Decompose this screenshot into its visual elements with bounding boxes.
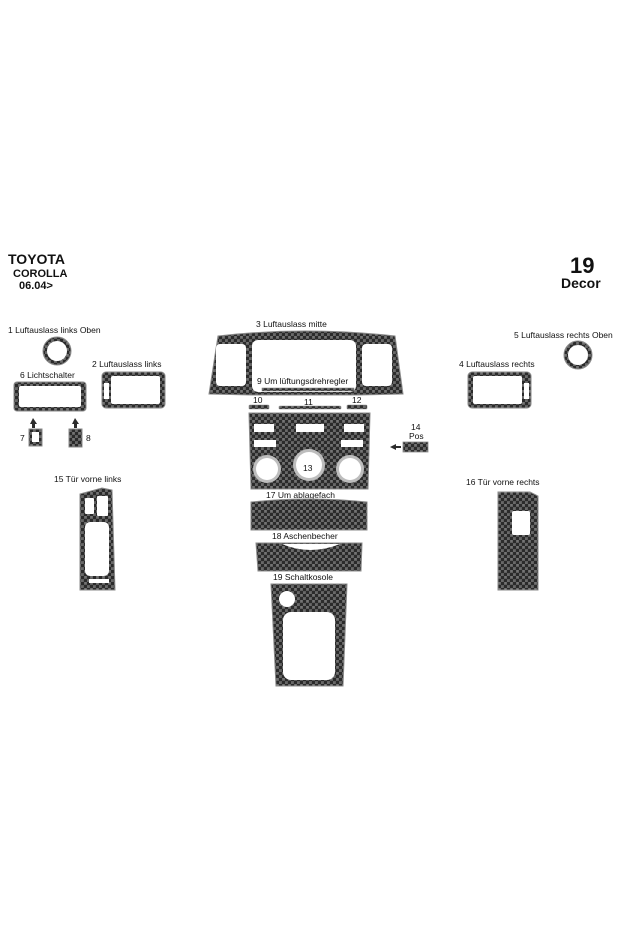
part-4-tab xyxy=(524,383,529,399)
part-14-arrow-icon xyxy=(390,444,401,450)
part-17-storage-frame xyxy=(250,498,368,531)
part-3-right-cutout xyxy=(362,344,392,386)
label-part-2: 2 Luftauslass links xyxy=(92,359,161,369)
part-5-cutout xyxy=(568,345,588,365)
part-8-piece xyxy=(68,428,83,448)
part-16-right-door-panel xyxy=(497,491,539,591)
part-14-piece xyxy=(402,441,429,453)
model-title: COROLLA xyxy=(13,268,67,280)
label-part-3: 3 Luftauslass mitte xyxy=(256,319,327,329)
part-13-knob-center xyxy=(296,452,322,478)
part-8-arrow-icon xyxy=(72,418,79,428)
part-13-button-cutout-2 xyxy=(296,424,324,432)
part-10-strip xyxy=(248,404,270,410)
label-part-14-pos: Pos xyxy=(409,431,424,441)
part-15-cutout-bottom xyxy=(89,579,109,583)
part-6-cutout xyxy=(19,386,81,407)
part-9-strip xyxy=(261,387,355,392)
part-13-knob-right xyxy=(339,458,361,480)
product-name: Decor xyxy=(561,275,601,291)
part-3-center-cutout xyxy=(252,340,356,392)
label-part-17: 17 Um ablagefach xyxy=(266,490,335,500)
part-15-cutout-top-1 xyxy=(85,498,94,514)
part-13-button-cutout-4 xyxy=(254,440,276,447)
piece-count: 19 xyxy=(570,253,594,278)
label-part-19: 19 Schaltkosole xyxy=(273,572,333,582)
label-part-7: 7 xyxy=(20,433,25,443)
brand-title: TOYOTA xyxy=(8,251,65,267)
part-18-cutout xyxy=(282,544,340,550)
part-18-ashtray-frame xyxy=(255,542,363,572)
part-15-cutout-top-2 xyxy=(97,496,108,516)
label-part-1: 1 Luftauslass links Oben xyxy=(8,325,101,335)
part-16-cutout xyxy=(512,511,530,535)
label-part-11: 11 xyxy=(304,397,313,407)
label-part-12: 12 xyxy=(352,395,362,405)
year-label: 06.04> xyxy=(19,280,53,292)
part-1-cutout xyxy=(47,341,67,361)
part-13-knob-left xyxy=(256,458,278,480)
label-part-13: 13 xyxy=(303,463,313,473)
label-part-6: 6 Lichtschalter xyxy=(20,370,75,380)
label-part-9: 9 Um lüftungsdrehregler xyxy=(257,376,348,386)
part-11-strip xyxy=(278,405,342,410)
label-part-8: 8 xyxy=(86,433,91,443)
label-part-18: 18 Aschenbecher xyxy=(272,531,338,541)
part-19-round-cutout xyxy=(279,591,295,607)
part-19-shifter-cutout xyxy=(283,612,335,680)
part-13-button-cutout-1 xyxy=(254,424,274,432)
label-part-4: 4 Luftauslass rechts xyxy=(459,359,535,369)
part-15-cutout-main xyxy=(85,522,109,576)
part-13-button-cutout-3 xyxy=(344,424,364,432)
label-part-10: 10 xyxy=(253,395,263,405)
label-part-5: 5 Luftauslass rechts Oben xyxy=(514,330,613,340)
part-7-arrow-icon xyxy=(30,418,37,428)
part-2-cutout xyxy=(111,376,160,404)
part-7-cutout xyxy=(32,432,39,442)
part-2-tab xyxy=(104,383,109,399)
part-3-left-cutout xyxy=(216,344,246,386)
label-part-16: 16 Tür vorne rechts xyxy=(466,477,540,487)
label-part-15: 15 Tür vorne links xyxy=(54,474,121,484)
part-12-strip xyxy=(346,404,368,410)
label-part-14: 14 xyxy=(411,422,421,432)
part-13-button-cutout-5 xyxy=(341,440,363,447)
part-4-cutout xyxy=(473,376,522,404)
